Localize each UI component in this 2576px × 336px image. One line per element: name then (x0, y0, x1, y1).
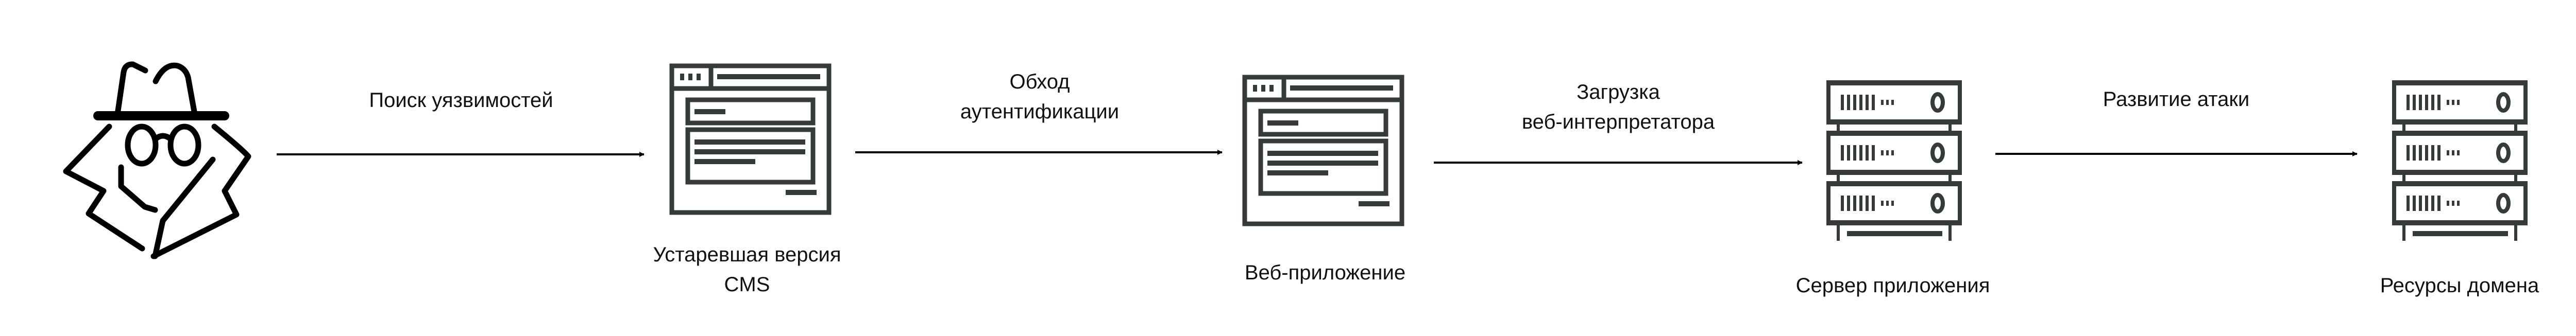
node-label-domain-resources: Ресурсы домена (2380, 274, 2539, 297)
server-rack-icon (2392, 80, 2528, 241)
node-label-app-server: Сервер приложения (1795, 274, 1990, 297)
browser-window-icon (1245, 77, 1402, 224)
server-rack-icon (1826, 80, 1962, 241)
edge-label-attack-development: Развитие атаки (2103, 88, 2250, 111)
browser-window-icon (672, 66, 829, 213)
node-label-webapp: Веб-приложение (1244, 261, 1406, 284)
hacker-icon (63, 61, 251, 259)
edge-label-vuln-search: Поиск уязвимостей (369, 89, 553, 112)
